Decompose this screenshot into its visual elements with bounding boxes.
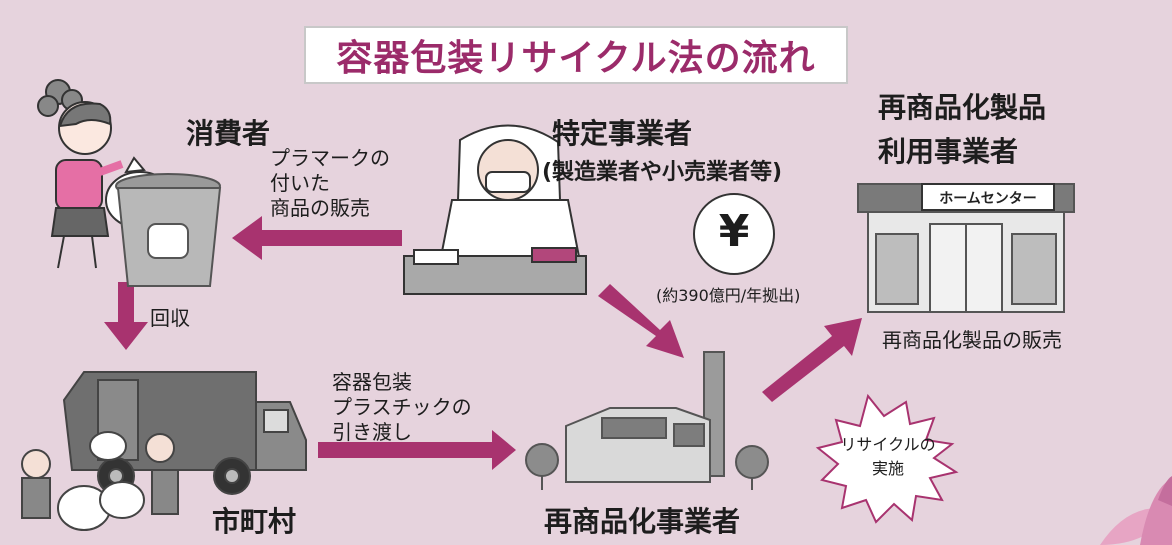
arrow-fee [598, 284, 684, 358]
specific-business-label: 特定事業者 [552, 117, 693, 150]
specific-business-sub-label: (製造業者や小売業者等) [542, 160, 783, 185]
yen-coin-icon [693, 193, 775, 275]
sale-label-line2: 付いた [270, 171, 330, 195]
collection-label: 回収 [150, 306, 190, 330]
recycler-label: 再商品化事業者 [544, 505, 741, 538]
garbage-truck-illustration [21, 371, 307, 531]
consumer-illustration [37, 79, 175, 269]
municipality-label: 市町村 [212, 505, 297, 538]
user-business-label-line1: 再商品化製品 [878, 91, 1047, 124]
sale-label-line1: プラマークの [270, 146, 390, 170]
handover-label-line2: プラスチックの [332, 395, 472, 419]
handover-label-line1: 容器包装 [332, 370, 412, 394]
arrow-collection [104, 282, 148, 350]
burst-label-line2: 実施 [871, 459, 904, 478]
worker-illustration [403, 124, 587, 295]
arrow-recycled-sale [762, 318, 862, 402]
store-illustration [857, 183, 1075, 313]
page-title: 容器包装リサイクル法の流れ [336, 38, 816, 79]
arrow-handover [318, 430, 516, 470]
fee-label: (約390億円/年拠出) [656, 286, 801, 305]
consumer-label: 消費者 [186, 117, 271, 150]
recycled-sale-label: 再商品化製品の販売 [882, 328, 1062, 352]
user-business-label-line2: 利用事業者 [878, 135, 1019, 168]
burst-label-line1: リサイクルの [840, 435, 936, 454]
trash-can-illustration [115, 173, 222, 287]
recycling-burst-shape [815, 393, 959, 524]
sale-label-line3: 商品の販売 [270, 196, 370, 220]
title-box: 容器包装リサイクル法の流れ [304, 26, 848, 84]
leaf-decoration [1100, 476, 1172, 545]
factory-illustration [525, 351, 769, 490]
handover-label-line3: 引き渡し [332, 420, 412, 444]
store-sign: ホームセンター [939, 191, 1037, 207]
yen-symbol: ¥ [718, 206, 750, 257]
arrow-sale [232, 216, 402, 260]
